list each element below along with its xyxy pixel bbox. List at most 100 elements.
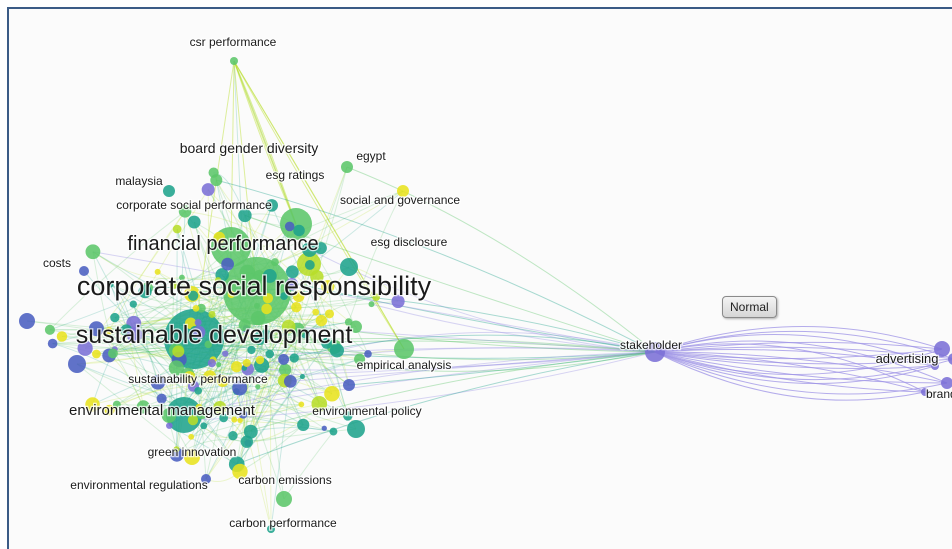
network-node[interactable]	[126, 327, 143, 343]
network-node[interactable]	[289, 353, 299, 363]
network-node[interactable]	[138, 284, 152, 299]
network-node[interactable]	[169, 447, 184, 462]
network-node[interactable]	[297, 418, 310, 431]
network-node[interactable]	[187, 215, 201, 229]
network-node[interactable]	[44, 324, 55, 335]
network-node[interactable]	[201, 183, 215, 197]
network-node[interactable]	[349, 320, 362, 333]
network-node[interactable]	[230, 361, 243, 373]
network-node[interactable]	[262, 268, 277, 283]
network-node[interactable]	[364, 350, 372, 358]
network-node[interactable]	[232, 380, 248, 396]
network-node[interactable]	[172, 345, 185, 358]
network-node[interactable]	[228, 430, 238, 441]
network-node[interactable]	[85, 397, 100, 412]
network-node[interactable]	[271, 258, 279, 267]
label-corporate-social-performance[interactable]: corporate social performance	[115, 197, 273, 214]
network-node[interactable]	[247, 345, 256, 355]
network-node[interactable]	[311, 396, 328, 412]
network-node[interactable]	[312, 308, 320, 316]
network-node[interactable]	[219, 413, 228, 423]
network-node[interactable]	[344, 318, 353, 326]
network-node[interactable]	[278, 353, 290, 365]
network-node[interactable]	[194, 386, 202, 395]
node-right-small[interactable]	[931, 362, 939, 370]
network-node[interactable]	[188, 433, 195, 440]
node-regulations[interactable]	[201, 474, 211, 484]
network-canvas[interactable]: csr performance board gender diversity e…	[7, 7, 952, 549]
network-node[interactable]	[227, 290, 236, 299]
label-stakeholder[interactable]: stakeholder	[619, 337, 684, 354]
network-node[interactable]	[85, 244, 101, 260]
network-node[interactable]	[239, 264, 256, 281]
network-node[interactable]	[255, 355, 265, 365]
network-node[interactable]	[283, 375, 297, 388]
network-node[interactable]	[112, 400, 121, 409]
network-node[interactable]	[299, 373, 305, 380]
network-node[interactable]	[222, 350, 229, 357]
node-stakeholder[interactable]	[645, 342, 665, 362]
network-node[interactable]	[237, 417, 243, 424]
node-brand-b[interactable]	[921, 388, 929, 396]
network-node[interactable]	[250, 310, 266, 326]
network-node[interactable]	[231, 416, 238, 423]
network-node[interactable]	[104, 404, 115, 416]
bibliometric-network-map[interactable]: csr performance board gender diversity e…	[9, 9, 952, 549]
network-node[interactable]	[168, 360, 184, 376]
label-environmental-regulations[interactable]: environmental regulations	[69, 477, 209, 494]
network-node[interactable]	[172, 224, 182, 234]
network-node[interactable]	[254, 302, 260, 309]
network-node[interactable]	[170, 281, 178, 289]
network-node[interactable]	[262, 293, 273, 304]
network-node[interactable]	[292, 290, 305, 303]
network-node[interactable]	[265, 349, 275, 359]
network-node[interactable]	[213, 231, 226, 244]
network-node[interactable]	[156, 393, 167, 404]
network-node[interactable]	[184, 317, 197, 330]
network-node[interactable]	[88, 321, 104, 337]
network-node[interactable]	[173, 446, 180, 453]
label-esg-ratings[interactable]: esg ratings	[264, 167, 325, 184]
label-empirical-analysis[interactable]: empirical analysis	[355, 357, 452, 374]
network-node[interactable]	[253, 269, 265, 282]
node-empirical-analysis[interactable]	[394, 339, 414, 359]
network-node[interactable]	[321, 425, 327, 431]
node-west-2[interactable]	[19, 313, 35, 329]
label-social-and-governance[interactable]: social and governance	[339, 192, 462, 209]
network-node[interactable]	[280, 292, 288, 300]
network-node[interactable]	[179, 274, 185, 281]
label-environmental-management[interactable]: environmental management	[68, 401, 257, 421]
network-node[interactable]	[216, 361, 222, 368]
network-node[interactable]	[196, 303, 206, 313]
label-sustainability-performance[interactable]: sustainability performance	[127, 371, 269, 388]
network-node[interactable]	[47, 338, 58, 349]
network-node[interactable]	[343, 411, 353, 421]
label-costs[interactable]: costs	[42, 255, 73, 272]
network-node[interactable]	[281, 319, 296, 334]
network-node[interactable]	[324, 309, 335, 319]
network-node[interactable]	[321, 337, 333, 349]
network-node[interactable]	[285, 278, 299, 291]
node-csr-performance[interactable]	[230, 57, 238, 65]
network-node[interactable]	[161, 408, 177, 423]
network-node[interactable]	[260, 329, 272, 340]
network-node[interactable]	[391, 294, 405, 309]
network-node[interactable]	[208, 310, 216, 318]
label-malaysia[interactable]: malaysia	[114, 173, 164, 190]
node-brand[interactable]	[941, 377, 952, 389]
node-egypt[interactable]	[341, 161, 353, 173]
network-node[interactable]	[372, 293, 380, 301]
network-node[interactable]	[265, 199, 279, 212]
label-green-innovation[interactable]: green innovation	[146, 444, 237, 461]
network-node[interactable]	[368, 301, 375, 308]
network-node[interactable]	[261, 303, 272, 315]
network-node[interactable]	[310, 270, 324, 284]
label-board-gender-diversity[interactable]: board gender diversity	[178, 139, 319, 158]
network-node[interactable]	[183, 371, 196, 384]
network-node[interactable]	[302, 241, 318, 257]
network-node[interactable]	[321, 280, 335, 294]
network-node[interactable]	[92, 349, 101, 359]
label-financial-performance[interactable]: financial performance	[126, 232, 320, 257]
network-node[interactable]	[187, 414, 199, 426]
node-analysis-b[interactable]	[343, 379, 355, 391]
